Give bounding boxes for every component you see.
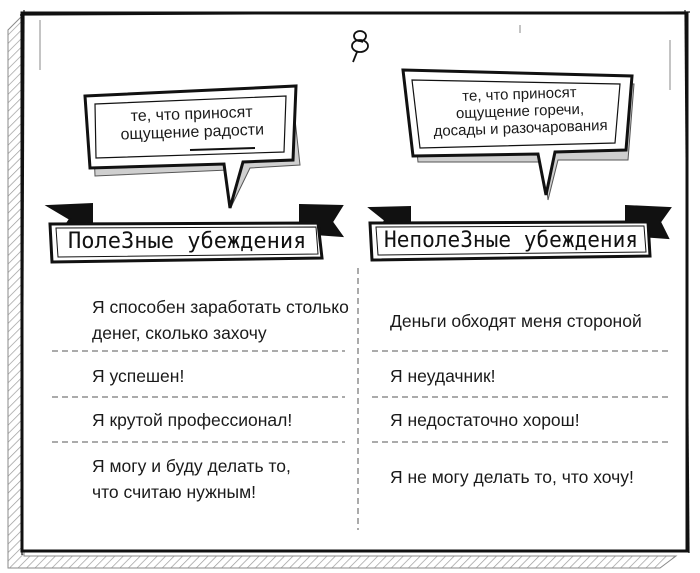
- left-banner: [44, 202, 345, 264]
- right-belief-line: Я недостаточно хорош!: [390, 410, 580, 430]
- right-belief-line: Я не могу делать то, что хочу!: [390, 467, 634, 487]
- right-banner-title: НеполеЗные убеждения: [384, 228, 639, 253]
- right-belief-item: Я не могу делать то, что хочу!: [390, 464, 634, 490]
- left-belief-line: Я способен заработать столько: [92, 297, 349, 317]
- left-belief-item: Я могу и буду делать то, что считаю нужн…: [92, 453, 291, 505]
- right-banner: [367, 204, 672, 262]
- right-speech-bubble: [401, 68, 635, 201]
- right-belief-line: Я неудачник!: [390, 366, 496, 386]
- left-belief-line: Я могу и буду делать то,: [92, 456, 291, 476]
- right-belief-item: Деньги обходят меня стороной: [390, 308, 642, 334]
- left-belief-item: Я способен заработать столько денег, ско…: [92, 294, 349, 346]
- left-speech-bubble: [83, 84, 301, 209]
- left-belief-item: Я крутой профессионал!: [92, 407, 292, 433]
- left-bubble-text: те, что приносят ощущение радости: [101, 103, 282, 145]
- right-belief-line: Деньги обходят меня стороной: [390, 311, 642, 331]
- pushpin-icon: [351, 30, 369, 63]
- table-grid: [52, 268, 668, 530]
- left-banner-title: ПолеЗные убеждения: [68, 229, 307, 254]
- right-belief-item: Я недостаточно хорош!: [390, 407, 580, 433]
- left-belief-line: денег, сколько захочу: [92, 323, 267, 343]
- left-belief-line: что считаю нужным!: [92, 482, 256, 502]
- left-belief-line: Я крутой профессионал!: [92, 410, 293, 430]
- left-belief-line: Я успешен!: [92, 366, 185, 386]
- right-belief-item: Я неудачник!: [390, 363, 496, 389]
- left-belief-item: Я успешен!: [92, 363, 184, 389]
- right-bubble-text: те, что приносят ощущение горечи, досады…: [421, 83, 619, 141]
